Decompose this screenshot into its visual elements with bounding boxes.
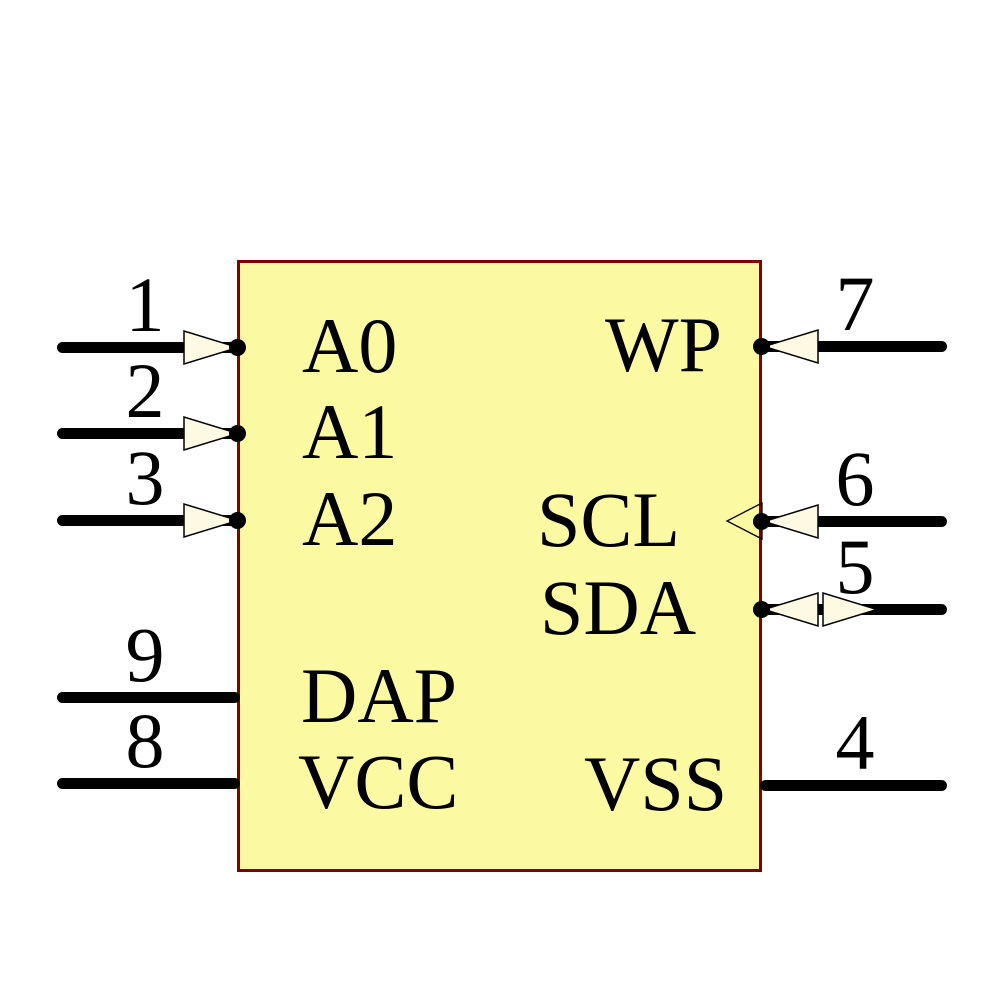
pin-9-number: 9	[125, 611, 165, 698]
pin-1-input-arrow-icon	[183, 329, 240, 366]
pin-label-dap: DAP	[301, 652, 458, 739]
pin-7-number: 7	[835, 260, 875, 347]
pin-6-input-arrow-icon	[761, 503, 819, 540]
pin-4-wire[interactable]	[760, 780, 947, 791]
pin-5-number: 5	[835, 523, 875, 610]
pin-label-a2: A2	[302, 475, 398, 562]
pin-3-input-arrow-icon	[183, 502, 240, 539]
pin-8-number: 8	[125, 697, 165, 784]
pin-2-input-arrow-icon	[183, 415, 240, 452]
pin-1-wire[interactable]	[57, 342, 240, 353]
pin-3-number: 3	[125, 434, 165, 521]
pin-2-wire[interactable]	[57, 428, 240, 439]
pin-9-wire[interactable]	[57, 692, 240, 703]
component-body[interactable]	[237, 260, 762, 872]
pin-7-connection-dot	[753, 338, 770, 355]
pin-6-connection-dot	[753, 513, 770, 530]
pin-2-number: 2	[125, 347, 165, 434]
pin-5-bidir-arrow-right-icon	[822, 591, 879, 628]
pin-3-connection-dot	[229, 512, 246, 529]
pin-label-vcc: VCC	[298, 738, 459, 825]
pin-7-wire[interactable]	[760, 341, 947, 352]
pin-1-number: 1	[125, 261, 165, 348]
pin-5-connection-dot	[753, 601, 770, 618]
pin-label-a1: A1	[302, 388, 398, 475]
pin-label-sda: SDA	[540, 564, 697, 651]
pin-3-wire[interactable]	[57, 515, 240, 526]
pin-6-number: 6	[835, 435, 875, 522]
pin-label-a0: A0	[302, 302, 398, 389]
pin-4-number: 4	[835, 699, 875, 786]
pin-label-scl: SCL	[537, 476, 681, 563]
pin-2-connection-dot	[229, 425, 246, 442]
pin-7-input-arrow-icon	[761, 328, 819, 365]
pin-label-wp: WP	[605, 301, 722, 388]
pin-6-wire[interactable]	[760, 516, 947, 527]
pin-label-vss: VSS	[584, 740, 728, 827]
pin-1-connection-dot	[229, 339, 246, 356]
pin-8-wire[interactable]	[57, 778, 240, 789]
pin-5-bidir-arrow-left-icon	[761, 591, 819, 628]
